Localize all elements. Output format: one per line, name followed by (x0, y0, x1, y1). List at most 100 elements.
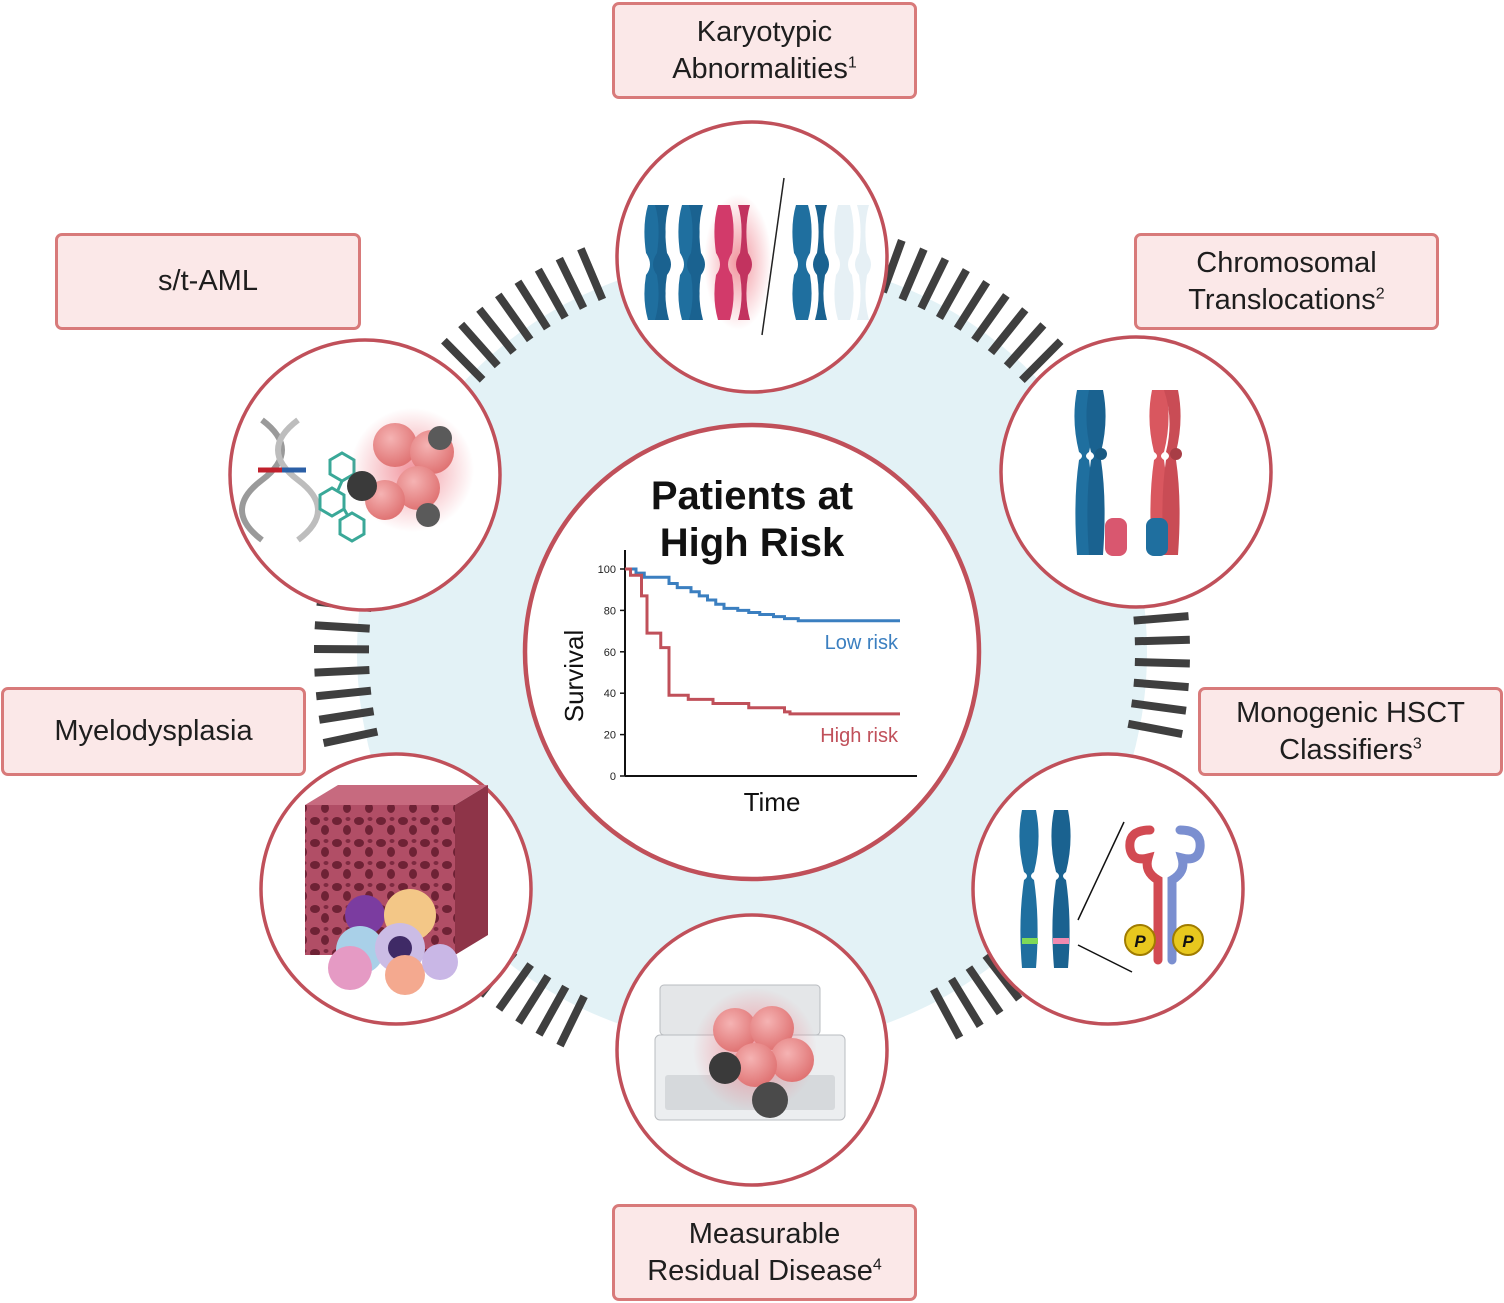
label-line: Chromosomal (1196, 246, 1377, 279)
ring-tick (535, 984, 570, 1037)
divider-slash (761, 177, 785, 336)
ring-tick (917, 257, 949, 311)
reference-superscript: 1 (847, 53, 857, 71)
label-st-aml: s/t-AML (55, 233, 361, 330)
zoom-line (1077, 944, 1133, 973)
ring-tick (953, 280, 991, 331)
chromosome-blue-icon (653, 205, 705, 320)
center-title-line2: High Risk (660, 521, 845, 565)
ring-tick (1019, 338, 1064, 384)
label-line: Classifiers3 (1279, 732, 1422, 769)
label-text: Translocations (1188, 283, 1376, 316)
label-measurable-residual-disease: Measurable Residual Disease4 (612, 1204, 917, 1301)
ring-tick (515, 973, 552, 1025)
ring-tick (935, 268, 970, 320)
y-tick-label: 80 (604, 605, 616, 617)
reference-superscript: 2 (1375, 284, 1385, 302)
centromere-icon (1095, 448, 1107, 460)
missing-chromosome-icon (834, 205, 871, 320)
ring-tick (534, 267, 569, 320)
ring-tick (1133, 612, 1189, 625)
label-karyotypic-abnormalities: Karyotypic Abnormalities1 (612, 2, 917, 99)
y-tick-label: 60 (604, 647, 616, 659)
label-line: Monogenic HSCT (1236, 696, 1465, 729)
ring-tick (314, 621, 370, 633)
ring-tick (987, 307, 1029, 356)
ring-tick (514, 279, 551, 331)
label-myelodysplasia: Myelodysplasia (1, 687, 306, 776)
chromosome-blue-icon (1019, 810, 1071, 968)
ring-tick (495, 962, 534, 1012)
series-label: Low risk (825, 632, 899, 654)
ring-tick (1003, 322, 1047, 369)
y-tick-label: 0 (610, 771, 616, 783)
phospho-label: P (1182, 932, 1194, 951)
label-chromosomal-translocations: Chromosomal Translocations2 (1134, 233, 1439, 330)
ring-tick (577, 247, 607, 302)
chromosome-blue-icon (1074, 390, 1127, 556)
label-text: Classifiers (1279, 733, 1413, 766)
ring-tick (1133, 678, 1189, 692)
ring-tick (458, 321, 501, 369)
y-tick-label: 20 (604, 730, 616, 742)
ring-tick (441, 337, 486, 383)
mrd-node (615, 913, 889, 1187)
ring-tick (322, 727, 379, 747)
myelodysplasia-node (259, 752, 533, 1026)
reference-superscript: 3 (1412, 734, 1422, 752)
x-axis-label: Time (744, 787, 801, 817)
monogenic-node: P P (971, 752, 1245, 1026)
label-line: Abnormalities1 (672, 51, 857, 88)
ring-tick (555, 256, 588, 310)
ring-tick (315, 686, 372, 701)
ring-tick (1134, 658, 1190, 668)
karyotype-node (615, 120, 889, 394)
reference-superscript: 4 (872, 1255, 882, 1273)
ring-tick (314, 666, 370, 677)
blood-cells-icon (328, 889, 458, 995)
leukemia-cells-icon (347, 408, 474, 532)
centromere-icon (1170, 448, 1182, 460)
label-line: Residual Disease4 (647, 1253, 882, 1290)
ring-tick (971, 293, 1010, 343)
phospho-label: P (1134, 932, 1146, 951)
ring-tick (930, 987, 964, 1040)
ring-tick (1134, 635, 1190, 646)
ring-tick (965, 965, 1004, 1016)
label-line: Karyotypic (696, 15, 833, 48)
receptor-dimer-icon: P P (1124, 825, 1205, 965)
bone-marrow-icon (305, 785, 488, 955)
label-line: Translocations2 (1188, 282, 1384, 319)
ring-tick (948, 976, 984, 1028)
ring-tick (318, 707, 375, 724)
ring-tick (476, 306, 517, 355)
ring-tick (982, 953, 1023, 1002)
zoom-line (1077, 821, 1125, 921)
label-line: Myelodysplasia (54, 715, 253, 747)
center-title-line1: Patients at (651, 474, 853, 518)
chromosome-blue-icon (792, 205, 829, 320)
label-text: Abnormalities (672, 52, 848, 85)
chromosome-red-icon (1146, 390, 1181, 556)
ring-tick (898, 247, 928, 302)
label-monogenic-hsct-classifiers: Monogenic HSCT Classifiers3 (1198, 687, 1503, 776)
ring-tick (556, 994, 588, 1048)
label-line: Measurable (688, 1217, 841, 1250)
dna-helix-icon (239, 417, 321, 543)
series-line (625, 567, 900, 716)
y-axis-label: Survival (559, 630, 589, 722)
y-tick-label: 100 (598, 564, 616, 576)
ring-tick (1131, 699, 1187, 715)
st-aml-node (228, 338, 502, 612)
ring-tick (1127, 719, 1183, 739)
ring-tick (495, 292, 534, 343)
translocation-node (999, 335, 1273, 609)
series-line (625, 567, 900, 623)
chromosome-pink-icon (714, 205, 752, 320)
label-line: s/t-AML (158, 265, 258, 297)
y-tick-label: 40 (604, 688, 616, 700)
series-label: High risk (820, 725, 899, 747)
